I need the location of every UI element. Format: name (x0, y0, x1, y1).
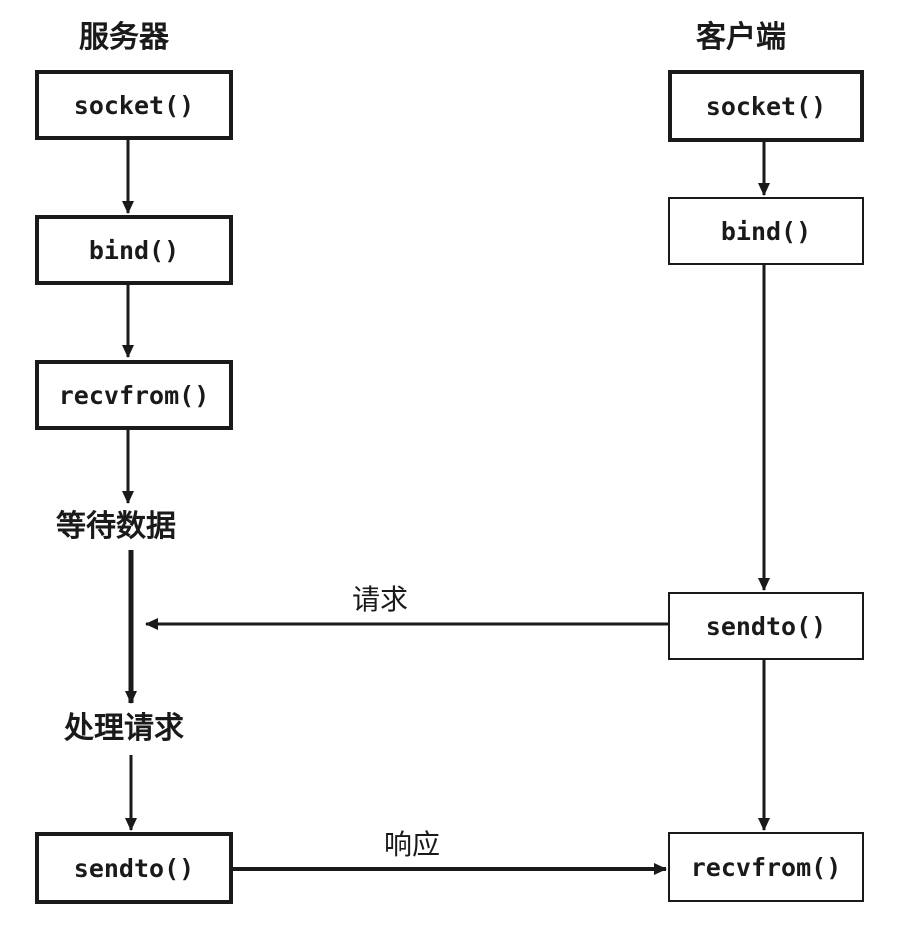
client-title: 客户端 (696, 20, 786, 55)
client-sendto-box: sendto() (668, 592, 864, 660)
client-recvfrom-box: recvfrom() (668, 832, 864, 902)
server-sendto-box: sendto() (35, 832, 233, 904)
request-label: 请求 (352, 583, 409, 616)
server-bind-box: bind() (35, 215, 233, 285)
response-label: 响应 (384, 828, 441, 861)
server-state-wait-data: 等待数据 (56, 509, 176, 544)
client-bind-box: bind() (668, 197, 864, 265)
server-socket-box: socket() (35, 70, 233, 140)
client-socket-box: socket() (668, 70, 864, 142)
server-title: 服务器 (79, 20, 169, 55)
server-recvfrom-box: recvfrom() (35, 360, 233, 430)
server-state-process-request: 处理请求 (64, 711, 184, 746)
